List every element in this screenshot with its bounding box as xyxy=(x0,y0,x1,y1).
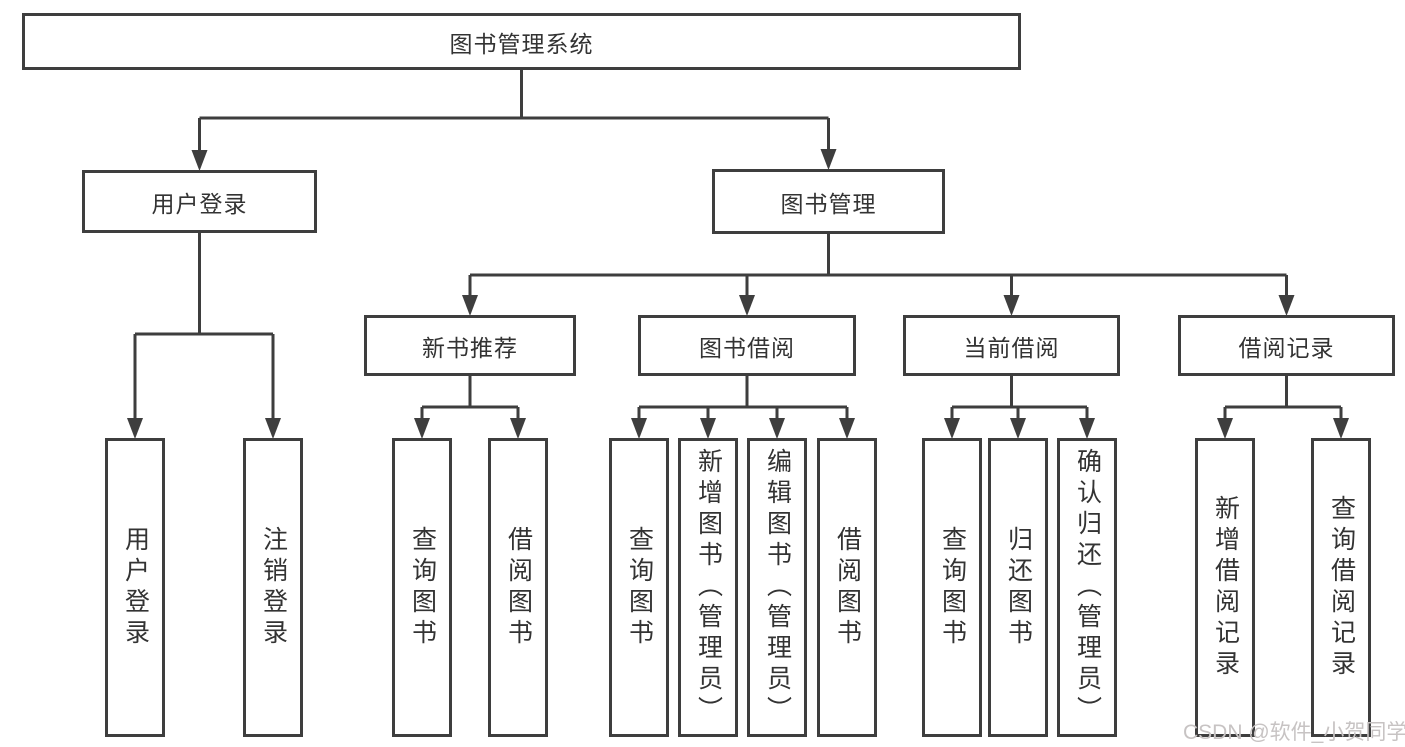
leaf-query-borrow-record: 查询借阅记录 xyxy=(1311,438,1371,737)
leaf-user-login: 用户登录 xyxy=(105,438,165,737)
node-label: 查询借阅记录 xyxy=(1327,494,1356,681)
node-library-management-system: 图书管理系统 xyxy=(22,13,1021,70)
leaf-logout: 注销登录 xyxy=(243,438,303,737)
node-book-management: 图书管理 xyxy=(712,169,945,234)
leaf-query-books-borrow: 查询图书 xyxy=(609,438,669,737)
node-label: 借阅记录 xyxy=(1238,334,1335,361)
node-label: 编辑图书（管理员） xyxy=(763,448,792,727)
node-label: 查询图书 xyxy=(408,525,437,650)
connector-stems xyxy=(133,70,1343,423)
node-current-borrowing: 当前借阅 xyxy=(903,315,1120,376)
node-label: 当前借阅 xyxy=(963,334,1060,361)
node-label: 图书管理系统 xyxy=(449,30,594,57)
node-label: 查询图书 xyxy=(938,525,967,650)
node-borrowing-records: 借阅记录 xyxy=(1178,315,1395,376)
node-label: 新增图书（管理员） xyxy=(694,448,723,727)
node-label: 新增借阅记录 xyxy=(1211,494,1240,681)
leaf-query-books-recommend: 查询图书 xyxy=(392,438,452,737)
node-label: 注销登录 xyxy=(259,525,288,650)
node-label: 用户登录 xyxy=(121,525,150,650)
node-user-login: 用户登录 xyxy=(82,170,317,233)
node-label: 确认归还（管理员） xyxy=(1073,448,1102,727)
node-label: 查询图书 xyxy=(625,525,654,650)
leaf-confirm-return-admin: 确认归还（管理员） xyxy=(1057,438,1117,737)
node-label: 归还图书 xyxy=(1004,525,1033,650)
node-label: 图书借阅 xyxy=(699,334,795,361)
node-label: 借阅图书 xyxy=(504,525,533,650)
leaf-add-borrow-record: 新增借阅记录 xyxy=(1195,438,1255,737)
node-new-book-recommend: 新书推荐 xyxy=(364,315,576,376)
leaf-borrow-books-recommend: 借阅图书 xyxy=(488,438,548,737)
leaf-add-books-admin: 新增图书（管理员） xyxy=(678,438,738,737)
csdn-watermark: CSDN @软件_小贺同学 xyxy=(1183,721,1405,744)
node-label: 图书管理 xyxy=(780,190,877,217)
leaf-edit-books-admin: 编辑图书（管理员） xyxy=(747,438,807,737)
node-book-borrowing: 图书借阅 xyxy=(638,315,856,376)
node-label: 借阅图书 xyxy=(833,525,862,650)
leaf-query-books-current: 查询图书 xyxy=(922,438,982,737)
leaf-return-books: 归还图书 xyxy=(988,438,1048,737)
leaf-borrow-books: 借阅图书 xyxy=(817,438,877,737)
node-label: 用户登录 xyxy=(151,190,248,217)
node-label: 新书推荐 xyxy=(422,334,518,361)
arrowheads xyxy=(127,149,1349,439)
